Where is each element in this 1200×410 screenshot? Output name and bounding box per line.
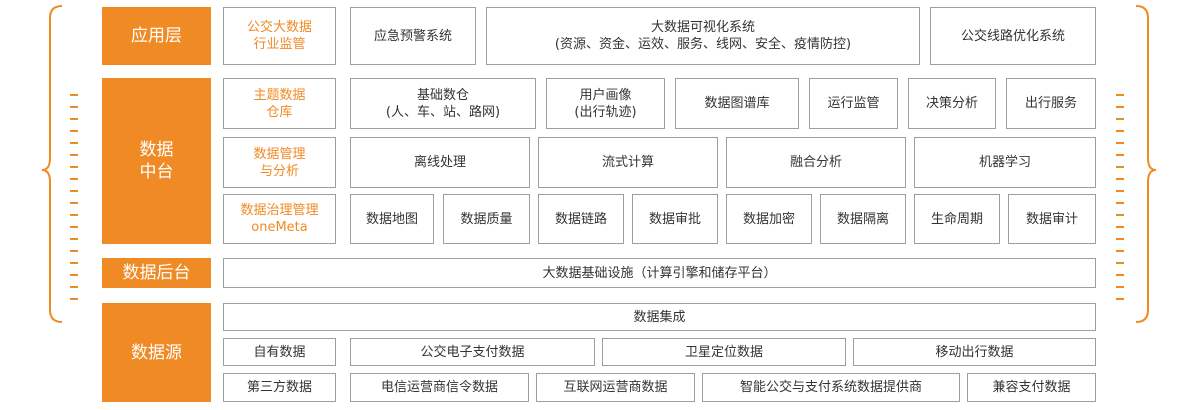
data-integration: 数据集成 xyxy=(223,303,1096,331)
middle-row1-item: 数据图谱库 xyxy=(675,78,799,129)
middle-row1-item: 用户画像 (出行轨迹) xyxy=(546,78,665,129)
data-source-label: 数据源 xyxy=(102,303,211,402)
app-item-industry-supervision: 公交大数据 行业监管 xyxy=(223,7,336,65)
middle-row3-item: 数据审计 xyxy=(1008,194,1096,244)
middle-row1-item: 基础数仓 (人、车、站、路网) xyxy=(350,78,536,129)
source-row1-item: 自有数据 xyxy=(223,338,336,366)
middle-row2-item: 机器学习 xyxy=(914,137,1096,188)
left-bracket xyxy=(41,5,78,323)
right-bracket xyxy=(1116,5,1157,323)
source-row2-item: 第三方数据 xyxy=(223,373,336,402)
middle-row1-item: 决策分析 xyxy=(908,78,996,129)
source-row2-item: 电信运营商信令数据 xyxy=(350,373,529,402)
source-row2-item: 智能公交与支付系统数据提供商 xyxy=(702,373,960,402)
middle-row2-item: 离线处理 xyxy=(350,137,530,188)
middle-row3-title: 数据治理管理 oneMeta xyxy=(223,194,336,244)
app-item-route-optimization: 公交线路优化系统 xyxy=(930,7,1096,65)
backend-infrastructure: 大数据基础设施（计算引擎和储存平台） xyxy=(223,258,1096,288)
middle-row2-item: 融合分析 xyxy=(726,137,906,188)
middle-row2-item: 流式计算 xyxy=(538,137,718,188)
source-row1-item: 公交电子支付数据 xyxy=(350,338,595,366)
middle-row3-item: 数据地图 xyxy=(350,194,434,244)
middle-row1-item: 出行服务 xyxy=(1006,78,1096,129)
middle-row1-title: 主题数据 仓库 xyxy=(223,78,336,129)
application-layer-label: 应用层 xyxy=(102,7,211,65)
middle-row1-item: 运行监管 xyxy=(809,78,898,129)
middle-row3-item: 生命周期 xyxy=(914,194,1000,244)
source-row2-item: 兼容支付数据 xyxy=(967,373,1096,402)
middle-row3-item: 数据隔离 xyxy=(820,194,906,244)
source-row1-item: 卫星定位数据 xyxy=(602,338,846,366)
middle-platform-label: 数据 中台 xyxy=(102,78,211,244)
middle-row3-item: 数据加密 xyxy=(726,194,812,244)
source-row2-item: 互联网运营商数据 xyxy=(536,373,695,402)
middle-row3-item: 数据链路 xyxy=(538,194,624,244)
backend-label: 数据后台 xyxy=(102,258,211,288)
middle-row2-title: 数据管理 与分析 xyxy=(223,137,336,188)
app-item-visualization: 大数据可视化系统 (资源、资金、运效、服务、线网、安全、疫情防控) xyxy=(486,7,920,65)
source-row1-item: 移动出行数据 xyxy=(853,338,1096,366)
app-item-emergency-warning: 应急预警系统 xyxy=(350,7,476,65)
middle-row3-item: 数据审批 xyxy=(632,194,718,244)
middle-row3-item: 数据质量 xyxy=(443,194,530,244)
